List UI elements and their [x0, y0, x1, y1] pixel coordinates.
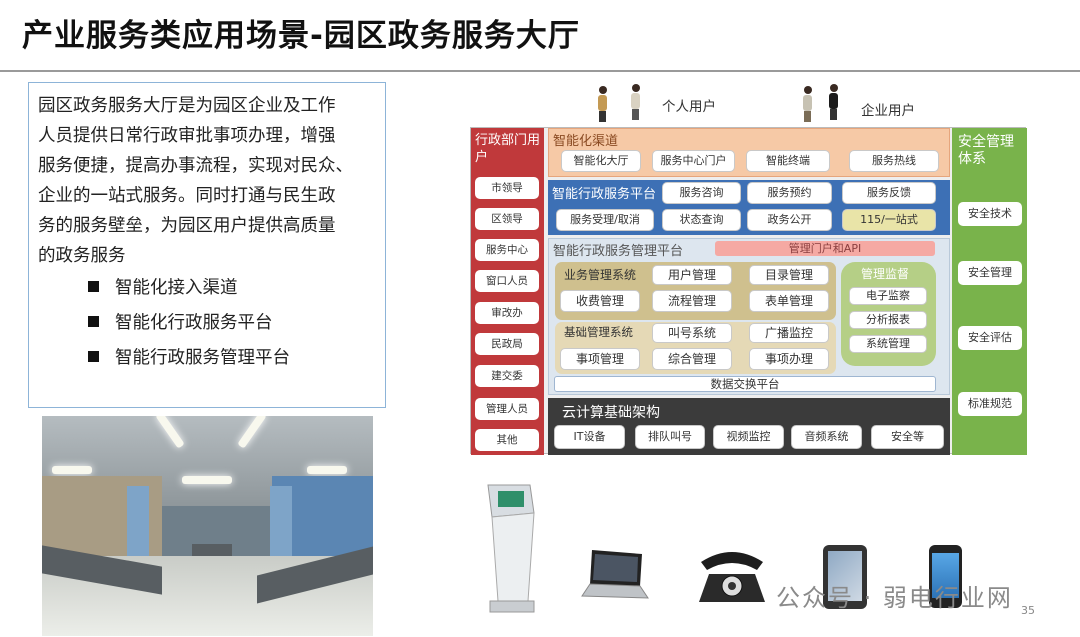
channel-item: 服务中心门户: [652, 150, 735, 172]
security-item: 安全评估: [958, 326, 1022, 350]
admin-user-item: 管理人员: [475, 398, 539, 420]
intro-textbox: 园区政务服务大厅是为园区企业及工作 人员提供日常行政审批事项办理，增强 服务便捷…: [28, 82, 386, 408]
admin-user-item: 其他: [475, 429, 539, 451]
management-platform-header: 智能行政服务管理平台: [553, 244, 684, 259]
intro-line: 务的服务壁垒，为园区用户提供高质量: [38, 216, 336, 236]
cloud-item: 视频监控: [713, 425, 784, 449]
business-system-label: 业务管理系统: [564, 268, 637, 282]
cloud-infrastructure-band: 云计算基础架构 IT设备 排队叫号 视频监控 音频系统 安全等: [548, 398, 950, 455]
cloud-item: 音频系统: [791, 425, 862, 449]
data-exchange-bar: 数据交换平台: [554, 376, 936, 392]
admin-user-item: 区领导: [475, 208, 539, 230]
laptop-icon: [581, 550, 649, 599]
person-icon: [829, 84, 838, 120]
smartphone-icon: [929, 545, 962, 608]
tablet-icon: [823, 545, 867, 609]
page-number: 35: [1021, 604, 1035, 617]
smart-channel-header: 智能化渠道: [553, 134, 619, 149]
enterprise-user-label: 企业用户: [861, 103, 915, 119]
kiosk-icon: [487, 484, 535, 613]
watermark: 公众号 · 弱电行业网: [776, 584, 1013, 612]
business-item: 目录管理: [749, 265, 829, 285]
intro-line: 的政务服务: [38, 246, 126, 266]
base-item: 广播监控: [749, 323, 829, 343]
bullet-item: 智能化接入渠道: [88, 271, 377, 306]
bullet-item: 智能化行政服务平台: [88, 306, 377, 341]
business-item: 收费管理: [560, 290, 640, 312]
platform-item: 服务预约: [747, 182, 832, 204]
intro-line: 园区政务服务大厅是为园区企业及工作: [38, 96, 336, 116]
intro-line: 人员提供日常行政审批事项办理，增强: [38, 126, 336, 146]
portal-api-bar: 管理门户和API: [715, 241, 935, 256]
person-icon: [803, 86, 812, 122]
monitor-item: 分析报表: [849, 311, 927, 329]
personal-user-label: 个人用户: [662, 99, 716, 115]
platform-item: 服务反馈: [842, 182, 936, 204]
base-item: 事项办理: [749, 348, 829, 370]
security-item: 安全技术: [958, 202, 1022, 226]
monitor-box: 管理监督 电子监察 分析报表 系统管理: [841, 262, 936, 366]
platform-item: 115/一站式: [842, 209, 936, 231]
platform-item: 服务受理/取消: [556, 209, 654, 231]
business-item: 用户管理: [652, 265, 732, 285]
admin-user-item: 窗口人员: [475, 270, 539, 292]
admin-users-column: 行政部门用户 市领导 区领导 服务中心 窗口人员 审改办 民政局 建交委 管理人…: [471, 128, 544, 455]
business-item: 表单管理: [749, 290, 829, 312]
smart-channel-band: 智能化渠道 智能化大厅 服务中心门户 智能终端 服务热线: [548, 128, 950, 177]
bullet-square-icon: [88, 351, 99, 362]
business-item: 流程管理: [652, 290, 732, 312]
security-item: 标准规范: [958, 392, 1022, 416]
service-platform-band: 智能行政服务平台 服务咨询 服务预约 服务反馈 服务受理/取消 状态查询 政务公…: [548, 180, 950, 235]
base-item: 综合管理: [652, 348, 732, 370]
bullet-square-icon: [88, 281, 99, 292]
channel-item: 智能化大厅: [561, 150, 641, 172]
base-system-box: 基础管理系统 叫号系统 广播监控 事项管理 综合管理 事项办理: [555, 322, 836, 374]
base-system-label: 基础管理系统: [564, 325, 633, 339]
admin-users-header: 行政部门用户: [475, 133, 541, 165]
cloud-item: IT设备: [554, 425, 625, 449]
page-title: 产业服务类应用场景-园区政务服务大厅: [22, 18, 580, 54]
service-platform-header: 智能行政服务平台: [552, 187, 657, 202]
platform-item: 服务咨询: [662, 182, 741, 204]
channel-item: 智能终端: [746, 150, 830, 172]
base-item: 事项管理: [560, 348, 640, 370]
monitor-label: 管理监督: [861, 267, 910, 281]
security-item: 安全管理: [958, 261, 1022, 285]
admin-user-item: 服务中心: [475, 239, 539, 261]
business-system-box: 业务管理系统 用户管理 目录管理 收费管理 流程管理 表单管理: [555, 262, 836, 320]
admin-user-item: 民政局: [475, 333, 539, 355]
person-icon: [598, 86, 607, 122]
admin-user-item: 审改办: [475, 302, 539, 324]
bullet-item: 智能行政服务管理平台: [88, 341, 377, 376]
cloud-item: 安全等: [871, 425, 944, 449]
intro-line: 服务便捷，提高办事流程，实现对民众、: [38, 156, 353, 176]
monitor-item: 电子监察: [849, 287, 927, 305]
admin-user-item: 建交委: [475, 365, 539, 387]
title-divider: [0, 70, 1080, 72]
telephone-icon: [699, 552, 765, 602]
person-icon: [631, 84, 640, 120]
bullet-square-icon: [88, 316, 99, 327]
base-item: 叫号系统: [652, 323, 732, 343]
architecture-diagram: 行政部门用户 市领导 区领导 服务中心 窗口人员 审改办 民政局 建交委 管理人…: [470, 127, 1027, 455]
cloud-item: 排队叫号: [635, 425, 705, 449]
service-hall-photo: [42, 416, 373, 636]
cloud-header: 云计算基础架构: [562, 405, 660, 421]
platform-item: 状态查询: [662, 209, 741, 231]
platform-item: 政务公开: [747, 209, 832, 231]
security-header: 安全管理体系: [958, 134, 1014, 167]
admin-user-item: 市领导: [475, 177, 539, 199]
intro-line: 企业的一站式服务。同时打通与民生政: [38, 186, 336, 206]
channel-item: 服务热线: [849, 150, 939, 172]
management-platform-band: 智能行政服务管理平台 管理门户和API 业务管理系统 用户管理 目录管理 收费管…: [548, 238, 950, 395]
security-column: 安全管理体系 安全技术 安全管理 安全评估 标准规范: [952, 128, 1027, 455]
monitor-item: 系统管理: [849, 335, 927, 353]
